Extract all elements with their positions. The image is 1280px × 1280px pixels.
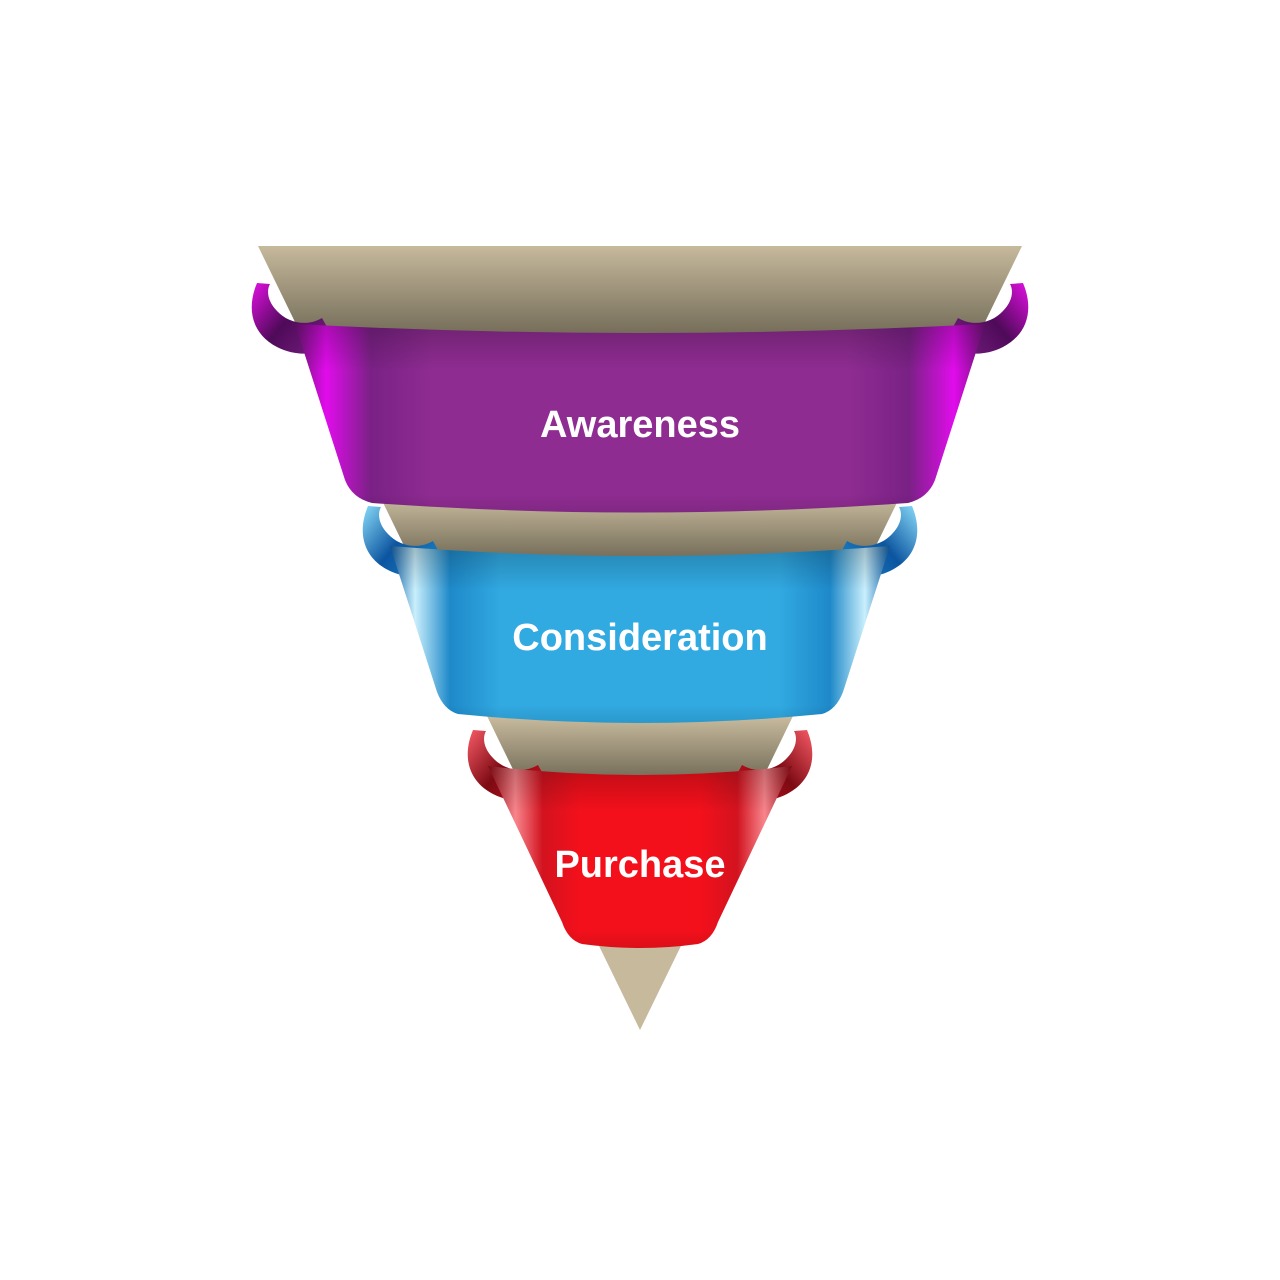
stage-purchase: Purchase: [467, 730, 813, 948]
stage-label-awareness: Awareness: [540, 404, 740, 446]
stage-consideration: Consideration: [362, 506, 918, 723]
funnel-body-shadow-top: [258, 246, 1022, 334]
stage-awareness: Awareness: [251, 283, 1029, 513]
stage-label-consideration: Consideration: [512, 617, 767, 659]
stage-label-purchase: Purchase: [554, 844, 725, 886]
